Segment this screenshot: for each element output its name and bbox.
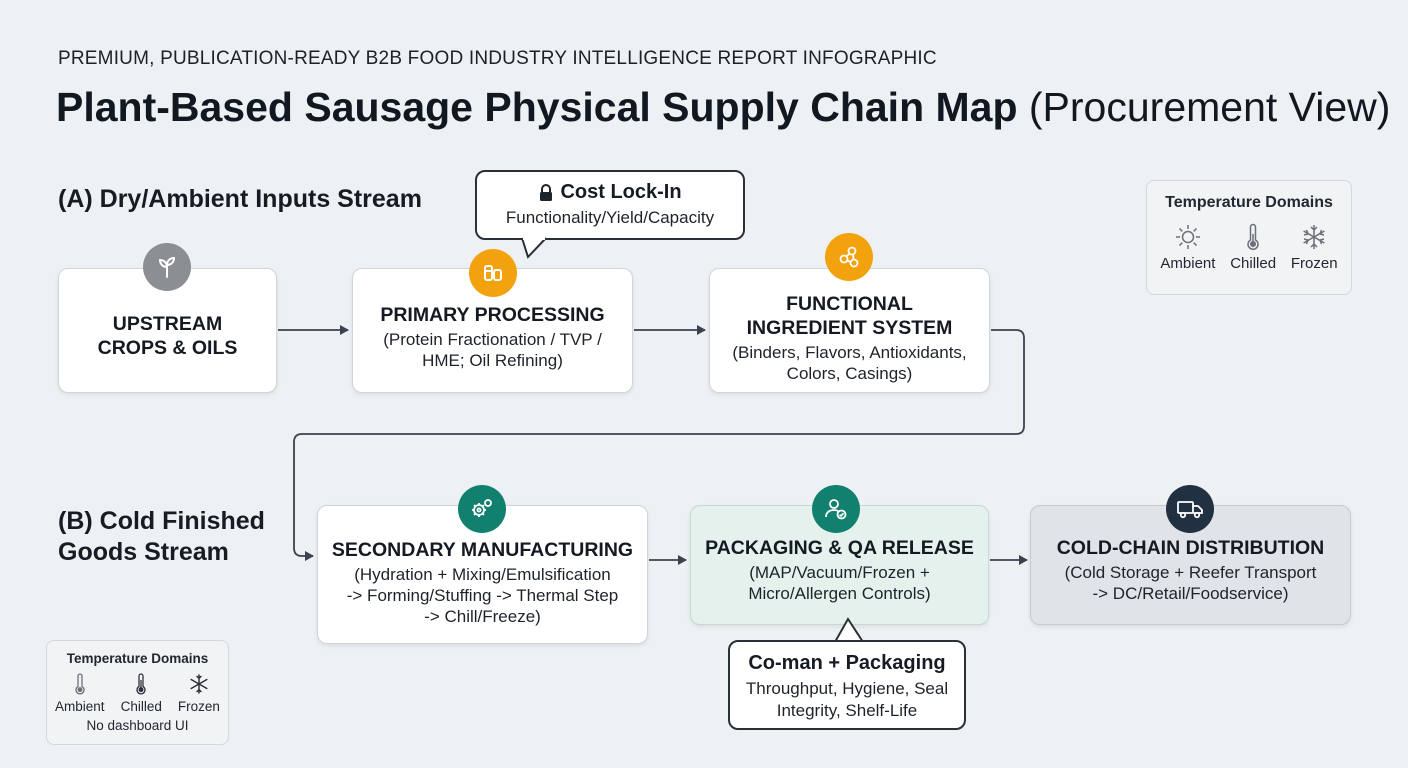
processing-icon — [469, 249, 517, 297]
packaging-desc-line2: Micro/Allergen Controls) — [748, 584, 931, 603]
legend-top-ambient: Ambient — [1160, 222, 1215, 272]
packaging-desc-line1: (MAP/Vacuum/Frozen + — [749, 563, 930, 582]
stream-b-label-line2: Goods Stream — [58, 538, 229, 566]
title-main: Plant-Based Sausage Physical Supply Chai… — [56, 84, 1018, 130]
callout-pointer — [521, 237, 547, 259]
upstream-title-line2: CROPS & OILS — [97, 336, 238, 359]
legend-temperature-domains-top: Temperature Domains Ambient Chilled Froz… — [1146, 180, 1352, 295]
page-title: Plant-Based Sausage Physical Supply Chai… — [56, 84, 1390, 131]
thermometer-icon — [1247, 223, 1259, 251]
lock-icon — [540, 183, 553, 201]
legend-top-ambient-label: Ambient — [1160, 255, 1216, 272]
distribution-desc-line2: -> DC/Retail/Foodservice) — [1092, 584, 1289, 603]
functional-desc-line2: Colors, Casings) — [786, 363, 913, 383]
functional-desc-line1: (Binders, Flavors, Antioxidants, — [732, 342, 967, 362]
title-subview: (Procurement View) — [1028, 84, 1391, 130]
legend-bottom-ambient: Ambient — [55, 671, 105, 714]
sprout-icon — [143, 243, 191, 291]
secondary-desc-line2: -> Forming/Stuffing -> Thermal Step — [346, 586, 619, 605]
coman-desc-line2: Integrity, Shelf-Life — [776, 701, 918, 720]
distribution-desc-line1: (Cold Storage + Reefer Transport — [1064, 563, 1317, 582]
gears-icon — [458, 485, 506, 533]
packaging-title: PACKAGING & QA RELEASE — [705, 537, 974, 559]
node-functional-ingredients: FUNCTIONAL INGREDIENT SYSTEM (Binders, F… — [709, 268, 990, 393]
legend-top-frozen-label: Frozen — [1290, 255, 1338, 272]
primary-desc-line2: HME; Oil Refining) — [422, 350, 563, 370]
legend-top-chilled-label: Chilled — [1230, 255, 1277, 272]
legend-bottom-chilled-label: Chilled — [120, 699, 162, 714]
callout-coman-packaging: Co-man + Packaging Throughput, Hygiene, … — [728, 640, 966, 730]
molecule-icon — [825, 233, 873, 281]
legend-bottom-chilled: Chilled — [121, 671, 162, 714]
secondary-desc-line1: (Hydration + Mixing/Emulsification — [354, 565, 611, 584]
stream-a-label: (A) Dry/Ambient Inputs Stream — [58, 185, 422, 213]
distribution-title: COLD-CHAIN DISTRIBUTION — [1056, 537, 1325, 559]
sun-icon — [1175, 225, 1200, 249]
thermometer-icon — [75, 673, 85, 695]
cost-lock-title: Cost Lock-In — [560, 181, 682, 203]
callout-cost-lock-in: Cost Lock-In Functionality/Yield/Capacit… — [475, 170, 745, 240]
snowflake-icon — [1303, 225, 1325, 249]
secondary-title: SECONDARY MANUFACTURING — [331, 539, 634, 561]
legend-bottom-ambient-label: Ambient — [55, 699, 105, 714]
primary-desc-line1: (Protein Fractionation / TVP / — [383, 329, 602, 349]
legend-top-frozen: Frozen — [1291, 222, 1338, 272]
functional-title-line2: INGREDIENT SYSTEM — [746, 316, 953, 339]
legend-top-chilled: Chilled — [1230, 222, 1276, 272]
legend-temperature-domains-bottom: Temperature Domains Ambient Chilled Froz… — [46, 640, 229, 745]
secondary-desc-line3: -> Chill/Freeze) — [424, 607, 541, 626]
truck-icon — [1166, 485, 1214, 533]
arrow-functional-secondary — [293, 329, 1025, 561]
upstream-title-line1: UPSTREAM — [112, 312, 223, 335]
legend-bottom-frozen-label: Frozen — [177, 699, 220, 714]
user-check-icon — [812, 485, 860, 533]
stream-b-label: (B) Cold Finished Goods Stream — [58, 506, 265, 568]
coman-callout-pointer — [834, 617, 864, 643]
stream-b-label-line1: (B) Cold Finished — [58, 507, 265, 535]
snowflake-icon — [190, 674, 208, 694]
legend-bottom-title: Temperature Domains — [66, 651, 209, 666]
legend-bottom-frozen: Frozen — [178, 671, 220, 714]
report-kicker: PREMIUM, PUBLICATION-READY B2B FOOD INDU… — [58, 48, 937, 69]
coman-title: Co-man + Packaging — [748, 652, 946, 674]
primary-title: PRIMARY PROCESSING — [380, 303, 605, 326]
legend-top-title: Temperature Domains — [1165, 194, 1333, 211]
coman-desc-line1: Throughput, Hygiene, Seal — [745, 679, 949, 698]
functional-title-line1: FUNCTIONAL — [786, 292, 913, 315]
thermometer-icon — [136, 673, 146, 695]
cost-lock-desc: Functionality/Yield/Capacity — [505, 208, 715, 227]
legend-bottom-note: No dashboard UI — [86, 718, 189, 733]
